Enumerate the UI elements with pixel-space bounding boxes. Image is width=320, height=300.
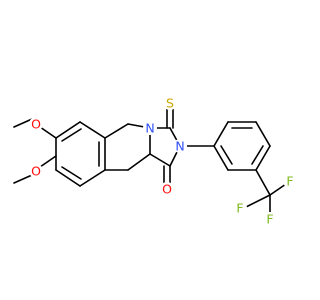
bond-ph-4 [255,145,271,171]
bond-methyl-o-top [13,118,33,128]
bond-benzo-2 [79,121,106,139]
bond-benzo-4 [79,169,106,187]
bond-methyl-o-bottom [13,174,33,184]
bond-cf3-f-right [269,183,287,196]
atom-f-right: F [286,174,293,189]
bond-ph-1 [213,121,229,147]
molecule-diagram: O O N N S O F F F [13,95,297,227]
bond-o-ring-bottom [39,155,57,168]
bond-ph-6 [213,145,229,171]
bond-ring3-4 [149,153,171,167]
atom-n-ring-b: N [175,139,184,154]
atom-f-left: F [236,201,243,216]
bond-benzo-1 [55,121,81,139]
atom-s-thione: S [166,96,174,111]
bond-o-ring-top [39,126,57,139]
bonds [13,108,287,214]
atom-o-carbonyl: O [162,182,172,197]
bond-ph-3 [255,121,271,147]
bond-cf3-f-left [245,194,271,208]
bond-ph-6-inner [220,145,233,165]
atom-n-ring-a: N [145,121,154,136]
bond-ring2-1 [104,123,129,139]
bond-aryl-cf3 [255,169,271,196]
atom-labels: O O N N S O F F F [29,96,297,227]
bond-benzo-5-inner [61,166,82,180]
atom-f-bottom: F [266,212,273,227]
atom-o-methoxy-top: O [31,117,41,132]
bond-benzo-1-inner [61,128,82,142]
bond-ph-4-inner [251,145,264,165]
bond-ring2-4 [127,153,151,171]
atom-o-methoxy-bottom: O [31,164,41,179]
bond-benzo-5 [55,169,81,187]
structure-drawing: O O N N S O F F F [13,95,297,227]
